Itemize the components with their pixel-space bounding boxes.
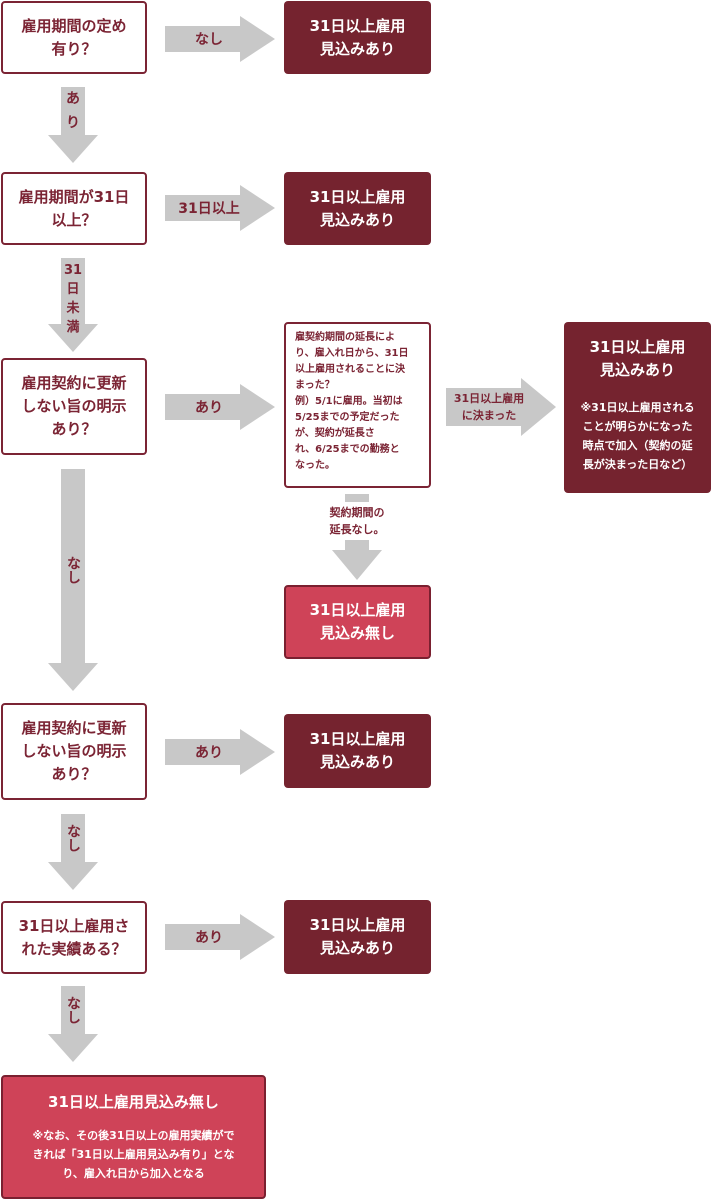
question-term-31-days: 雇用期間が31日 以上？: [1, 172, 147, 245]
arrow-down-4: [48, 814, 98, 890]
final-title: 31日以上雇用見込み無し: [48, 1093, 219, 1111]
result-expected-yes-4: 31日以上雇用 見込みあり: [284, 714, 431, 788]
arrow-right-1: [165, 16, 275, 62]
arrow-right-4: [165, 729, 275, 775]
arrow-down-2: [48, 258, 98, 352]
arrow-right-2: [165, 185, 275, 231]
question-contract-extension: 雇契約期間の延長によ り、雇入れ日から、31日 以上雇用されることに決 まった？…: [284, 322, 431, 488]
result-expected-no-1: 31日以上雇用 見込み無し: [284, 585, 431, 659]
label-yes-5: あり: [195, 930, 223, 946]
label-no-term: なし: [195, 32, 223, 48]
label-no-3: なし: [65, 556, 81, 584]
result-expected-no-final: 31日以上雇用見込み無し ※なお、その後31日以上の雇用実績がで きれば「31日…: [1, 1075, 266, 1199]
arrow-down-5: [48, 986, 98, 1062]
final-note: ※なお、その後31日以上の雇用実績がで きれば「31日以上雇用見込み有り」とな …: [32, 1129, 235, 1180]
label-decided-31-days: 31日以上雇用 に決まった: [453, 392, 525, 422]
arrow-right-3: [165, 384, 275, 430]
question-no-renewal-stated-2: 雇用契約に更新 しない旨の明示 あり？: [1, 703, 147, 800]
question-no-renewal-stated-1: 雇用契約に更新 しない旨の明示 あり？: [1, 358, 147, 455]
arrow-down-3: [48, 469, 98, 691]
arrow-right-3b: [446, 378, 556, 436]
label-under-31-days: 31 日 未 満: [63, 263, 83, 335]
question-fixed-term: 雇用期間の定め 有り？: [1, 1, 147, 74]
result-title: 31日以上雇用 見込みあり: [589, 338, 686, 379]
label-yes-1: あり: [66, 91, 80, 131]
result-expected-yes-2: 31日以上雇用 見込みあり: [284, 172, 431, 245]
arrow-down-1: [48, 87, 98, 163]
result-expected-yes-3: 31日以上雇用 見込みあり ※31日以上雇用される ことが明らかになった 時点で…: [564, 322, 711, 493]
arrow-right-5: [165, 914, 275, 960]
result-expected-yes-1: 31日以上雇用 見込みあり: [284, 1, 431, 74]
result-expected-yes-5: 31日以上雇用 見込みあり: [284, 900, 431, 974]
label-no-4: なし: [65, 824, 81, 852]
label-31-days-or-more: 31日以上: [178, 201, 240, 217]
label-no-5: なし: [65, 996, 81, 1024]
label-yes-4: あり: [195, 745, 223, 761]
question-31-day-record: 31日以上雇用さ れた実績ある？: [1, 901, 147, 974]
result-note: ※31日以上雇用される ことが明らかになった 時点で加入（契約の延 長が決まった…: [580, 401, 695, 471]
label-no-extension: 契約期間の 延長なし。: [312, 502, 402, 540]
label-yes-3: あり: [195, 400, 223, 416]
